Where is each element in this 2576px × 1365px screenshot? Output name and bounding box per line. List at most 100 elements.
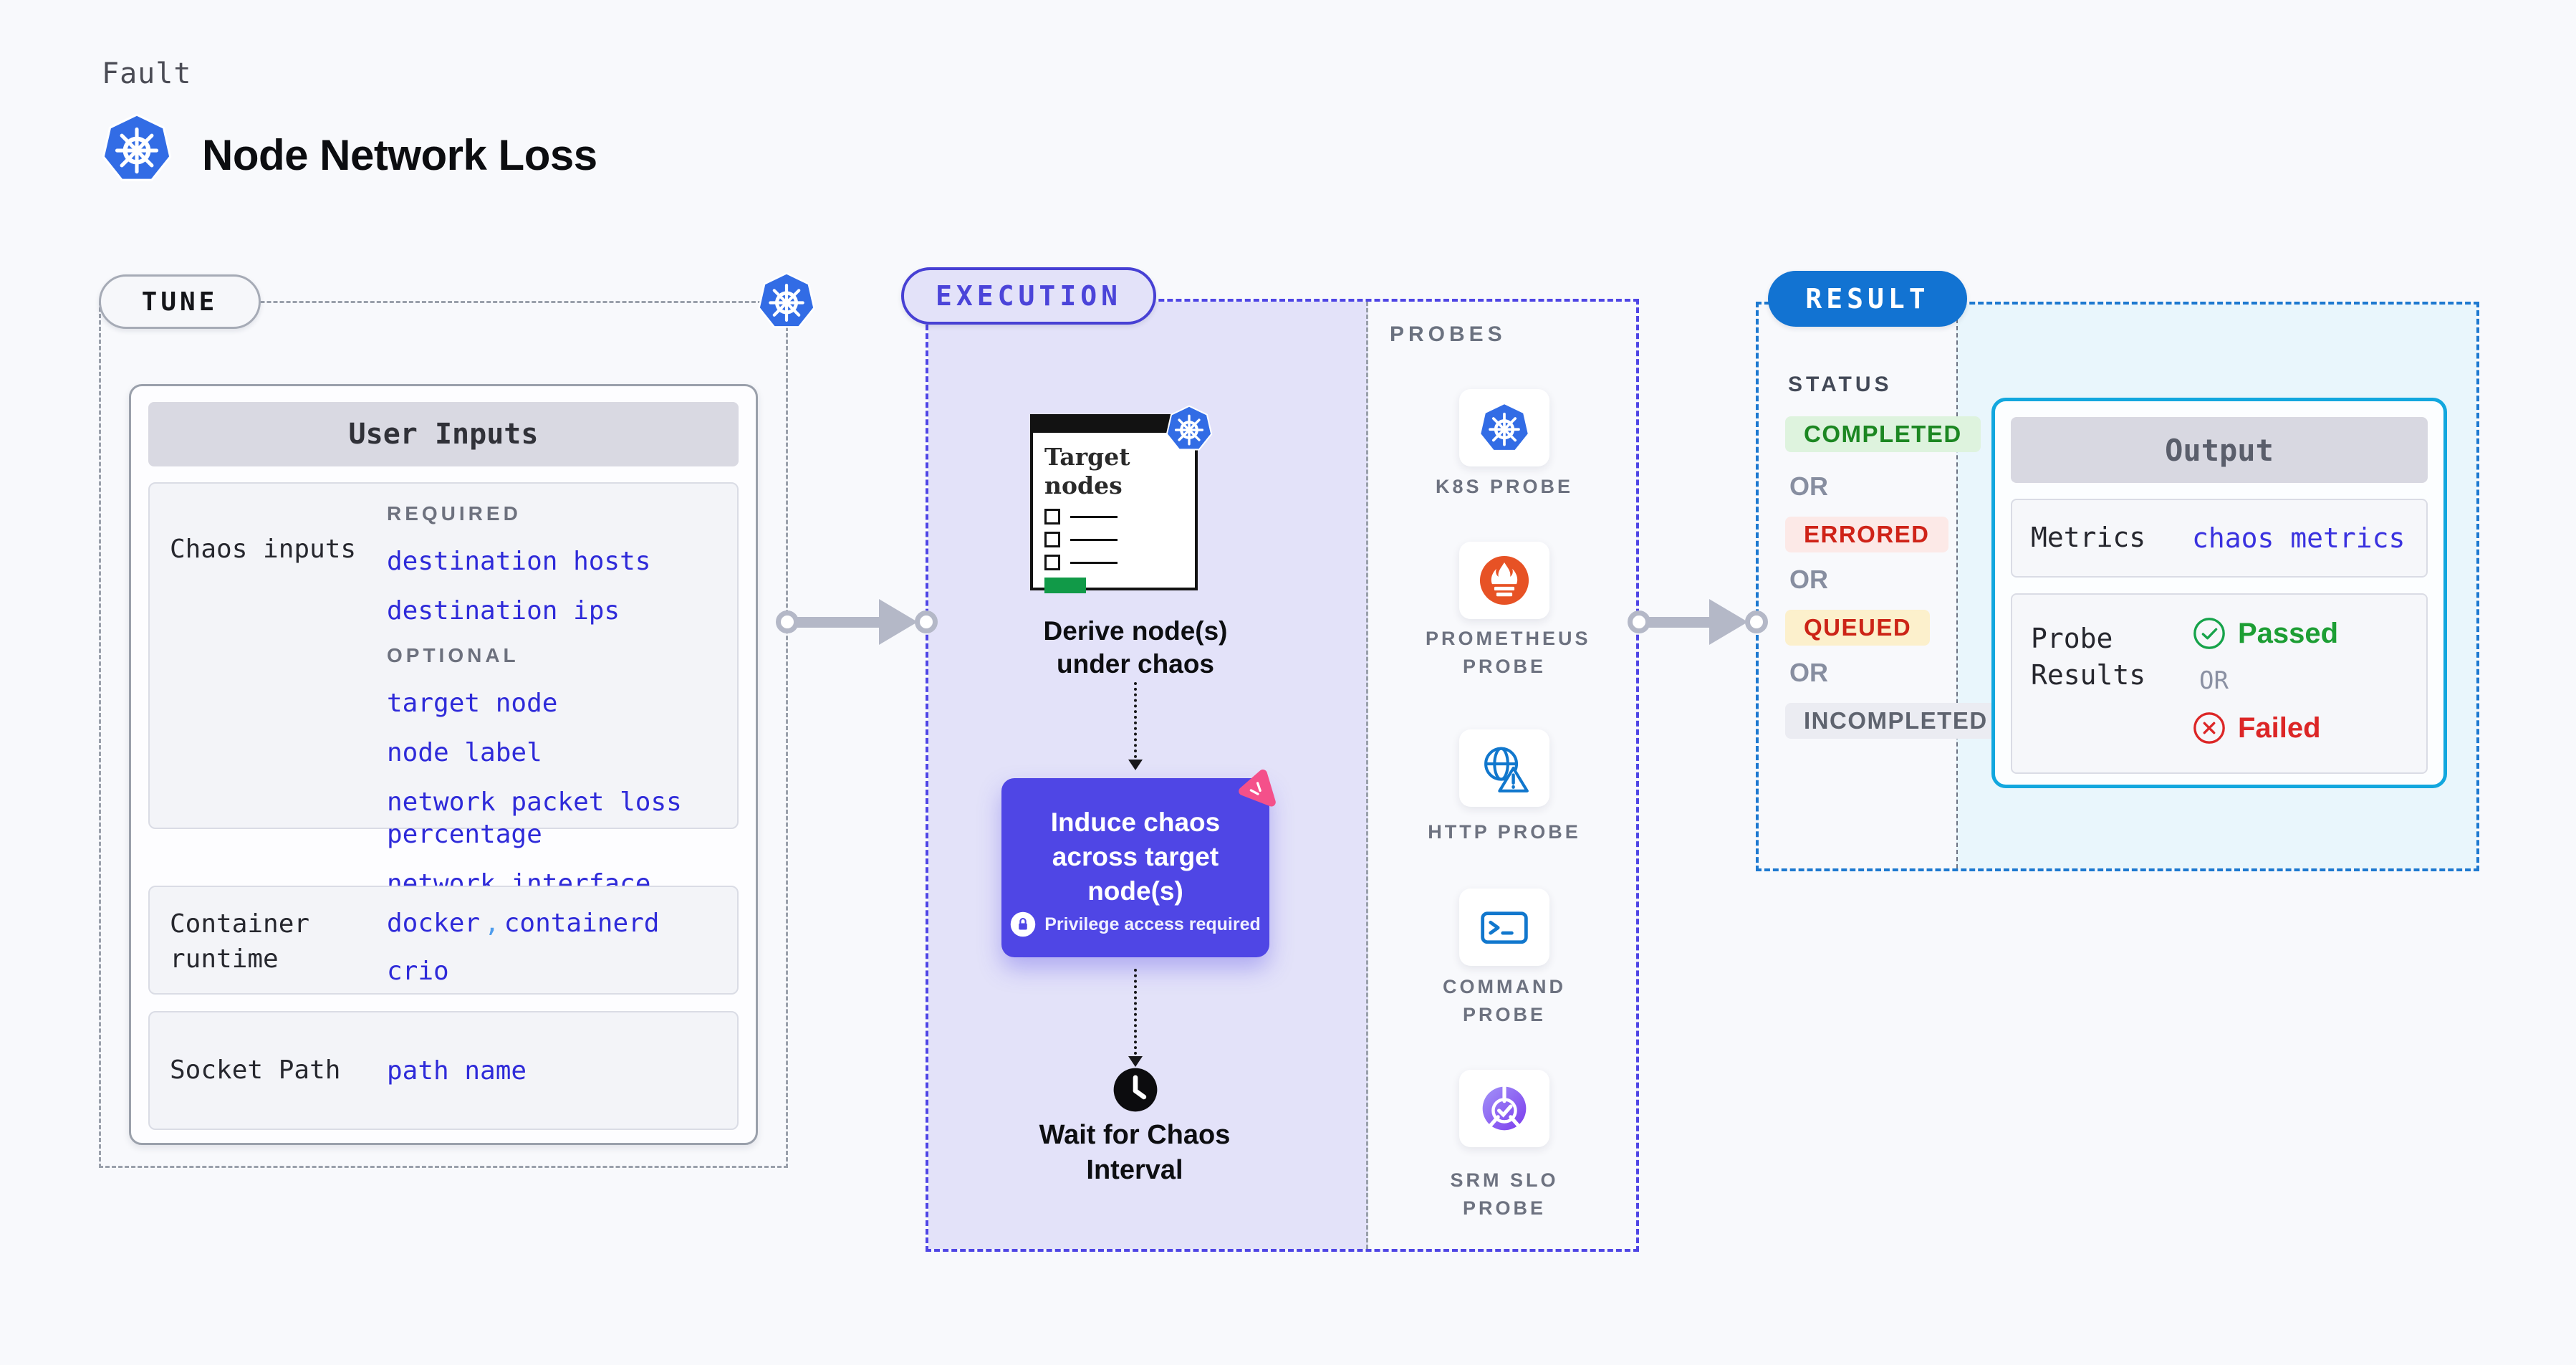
metrics-value[interactable]: chaos metrics — [2192, 522, 2406, 554]
container-runtime-label: Container runtime — [170, 909, 310, 974]
link-target-node[interactable]: target node — [387, 689, 558, 718]
tune-pill: TUNE — [99, 274, 261, 329]
status-badge-completed: COMPLETED — [1785, 416, 1981, 452]
kubernetes-icon — [1165, 404, 1213, 453]
probes-heading: PROBES — [1390, 322, 1506, 346]
passed-label: Passed — [2238, 617, 2339, 649]
failed-label: Failed — [2238, 712, 2321, 744]
probe-card-command — [1459, 889, 1549, 966]
connector-bar — [797, 616, 880, 628]
link-path-name[interactable]: path name — [387, 1055, 527, 1086]
or-label: OR — [1789, 658, 1828, 687]
probe-label: PROMETHEUS PROBE — [1426, 628, 1591, 678]
user-inputs-card: User Inputs Chaos inputs REQUIRED destin… — [129, 384, 758, 1145]
container-runtime-values: docker,containerd crio — [387, 887, 717, 1003]
metrics-row: Metrics chaos metrics — [2011, 499, 2428, 578]
link-destination-ips[interactable]: destination ips — [387, 596, 620, 626]
container-runtime-row: Container runtime docker,containerd crio — [148, 886, 739, 995]
tune-section-box — [99, 301, 788, 1168]
kubernetes-icon — [100, 112, 173, 185]
connector-end-node — [915, 610, 938, 633]
probe-card-srm-slo — [1459, 1070, 1549, 1147]
x-circle-icon — [2192, 711, 2226, 745]
execution-pill: EXECUTION — [901, 267, 1156, 325]
link-network-packet-loss-percentage[interactable]: network packet loss percentage — [387, 787, 682, 849]
probe-card-http — [1459, 729, 1549, 807]
target-nodes-titlebar — [1033, 417, 1195, 433]
lock-icon — [1010, 911, 1036, 937]
socket-path-row: Socket Path path name — [148, 1011, 739, 1130]
wait-chaos-caption: Wait for Chaos Interval — [1039, 1120, 1231, 1186]
link-docker[interactable]: docker — [387, 909, 481, 938]
target-nodes-checklist — [1044, 509, 1118, 593]
probe-card-prometheus — [1459, 542, 1549, 619]
dotted-connector-arrowhead — [1128, 1056, 1143, 1067]
metrics-label: Metrics — [2031, 522, 2146, 554]
connector-start-node — [776, 610, 799, 633]
chaos-inputs-values: REQUIRED destination hosts destination i… — [387, 484, 717, 917]
link-crio[interactable]: crio — [387, 957, 449, 986]
runtime-separator: , — [484, 909, 500, 938]
output-header: Output — [2011, 417, 2428, 483]
derive-nodes-caption: Derive node(s) under chaos — [1043, 616, 1228, 679]
list-line — [1070, 515, 1118, 518]
link-containerd[interactable]: containerd — [504, 909, 660, 938]
list-line — [1070, 538, 1118, 541]
target-nodes-figure: Target nodes — [1030, 414, 1198, 593]
connector-start-node — [1628, 610, 1650, 633]
socket-path-label: Socket Path — [170, 1055, 341, 1085]
probe-label: HTTP PROBE — [1428, 821, 1581, 843]
kubernetes-icon — [756, 271, 817, 331]
status-badge-incompleted: INCOMPLETED — [1785, 703, 2007, 739]
passed-line: Passed — [2192, 616, 2408, 651]
required-heading: REQUIRED — [387, 502, 522, 525]
progress-bar — [1044, 578, 1086, 593]
fault-eyebrow: Fault — [102, 57, 192, 90]
chaos-inputs-row: Chaos inputs REQUIRED destination hosts … — [148, 482, 739, 899]
check-circle-icon — [2192, 616, 2226, 651]
probe-label: K8S PROBE — [1435, 476, 1574, 497]
status-heading: STATUS — [1788, 373, 1893, 396]
or-label: OR — [2199, 666, 2229, 695]
or-label: OR — [1789, 471, 1828, 501]
probe-results-row: Probe Results Passed OR Failed — [2011, 593, 2428, 774]
checkbox-icon — [1044, 555, 1060, 570]
dotted-connector — [1134, 969, 1137, 1055]
http-globe-icon — [1478, 742, 1531, 795]
probe-label: SRM SLO PROBE — [1450, 1169, 1559, 1220]
terminal-icon — [1478, 901, 1531, 954]
kubernetes-icon — [1478, 401, 1531, 454]
litmus-chaos-icon — [1234, 765, 1281, 813]
induce-chaos-title: Induce chaos across target node(s) — [1050, 808, 1221, 906]
arrow-connector — [776, 598, 938, 646]
result-pill: RESULT — [1768, 271, 1967, 327]
dotted-connector — [1134, 682, 1137, 758]
user-inputs-header: User Inputs — [148, 402, 739, 466]
status-badge-queued: QUEUED — [1785, 610, 1931, 646]
failed-line: Failed — [2192, 711, 2408, 745]
probe-results-values: Passed OR Failed — [2192, 595, 2408, 772]
probe-card-k8s — [1459, 389, 1549, 466]
prometheus-icon — [1478, 554, 1531, 607]
output-card: Output Metrics chaos metrics Probe Resul… — [1991, 398, 2447, 788]
link-node-label[interactable]: node label — [387, 738, 542, 767]
or-label: OR — [1789, 565, 1828, 594]
chaos-inputs-label: Chaos inputs — [170, 535, 357, 564]
checkbox-icon — [1044, 509, 1060, 525]
link-destination-hosts[interactable]: destination hosts — [387, 547, 651, 576]
checkbox-icon — [1044, 532, 1060, 547]
connector-bar — [1649, 616, 1711, 628]
dotted-connector-arrowhead — [1128, 760, 1143, 770]
induce-chaos-card: Induce chaos across target node(s) Privi… — [1001, 778, 1269, 957]
status-badge-errored: ERRORED — [1785, 517, 1948, 552]
clock-icon — [1112, 1066, 1159, 1113]
connector-end-node — [1745, 610, 1768, 633]
probe-results-label: Probe Results — [2031, 623, 2146, 691]
probe-label: COMMAND PROBE — [1443, 976, 1566, 1026]
target-nodes-title: Target nodes — [1044, 443, 1130, 499]
connector-arrowhead — [879, 599, 918, 645]
privilege-badge: Privilege access required — [1001, 911, 1269, 937]
arrow-connector — [1628, 598, 1768, 646]
optional-heading: OPTIONAL — [387, 644, 519, 666]
